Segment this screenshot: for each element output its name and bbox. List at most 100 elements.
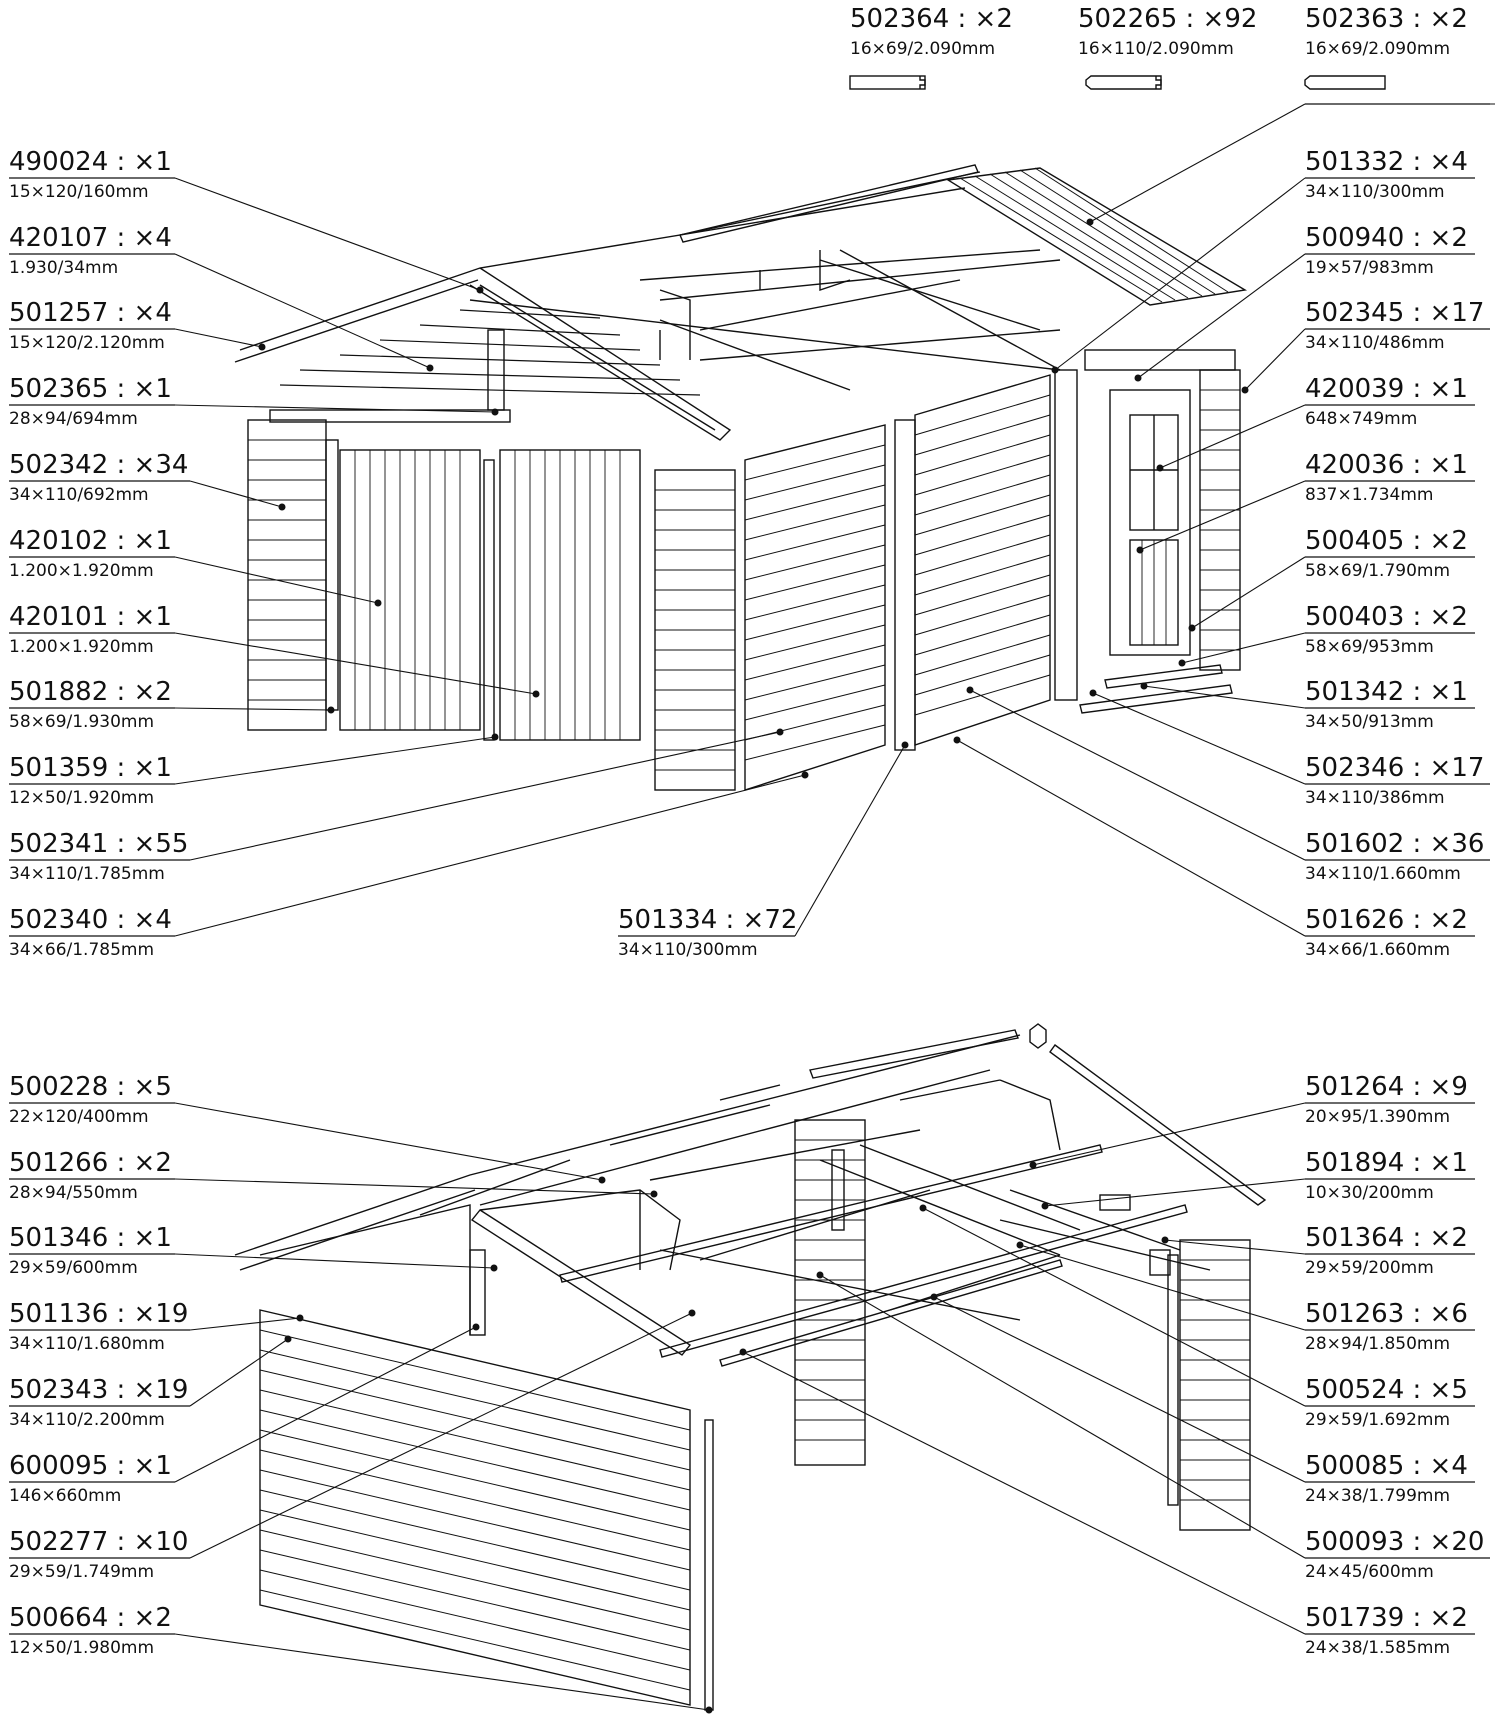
part-code: 501894 : ×1 (1305, 1148, 1468, 1178)
part-dimension: 34×110/300mm (1305, 182, 1445, 202)
part-dimension: 34×110/386mm (1305, 788, 1445, 808)
part-code: 420102 : ×1 (9, 526, 172, 556)
part-code: 501364 : ×2 (1305, 1223, 1468, 1253)
part-dimension: 34×66/1.660mm (1305, 940, 1451, 960)
part-dimension: 10×30/200mm (1305, 1183, 1434, 1203)
part-label-501332: 501332 : ×4 34×110/300mm (1305, 147, 1468, 203)
leader-dots-2 (284, 1161, 1169, 1714)
shed-assembled-view (174, 103, 1495, 937)
part-code: 500664 : ×2 (9, 1603, 172, 1633)
part-label-502365: 502365 : ×1 28×94/694mm (9, 374, 172, 430)
part-dimension: 15×120/160mm (9, 182, 149, 202)
part-code: 502277 : ×10 (9, 1527, 189, 1557)
part-code: 501264 : ×9 (1305, 1072, 1468, 1102)
part-label-420039: 420039 : ×1 648×749mm (1305, 374, 1468, 430)
part-label-500093: 500093 : ×20 24×45/600mm (1305, 1527, 1484, 1583)
part-code: 501602 : ×36 (1305, 829, 1485, 859)
part-code: 501136 : ×19 (9, 1299, 189, 1329)
part-label-501136: 501136 : ×19 34×110/1.680mm (9, 1299, 188, 1355)
part-code: 501334 : ×72 (618, 905, 798, 935)
part-dimension: 34×110/692mm (9, 485, 149, 505)
part-dimension: 19×57/983mm (1305, 258, 1434, 278)
end-wall-logs (1167, 1239, 1251, 1531)
roof-frame-exploded-view (174, 1023, 1306, 1714)
part-dimension: 12×50/1.980mm (9, 1638, 155, 1658)
part-label-500940: 500940 : ×2 19×57/983mm (1305, 223, 1468, 279)
part-code: 420036 : ×1 (1305, 450, 1468, 480)
part-code: 501263 : ×6 (1305, 1299, 1468, 1329)
part-label-501602: 501602 : ×36 34×110/1.660mm (1305, 829, 1484, 885)
part-code: 500524 : ×5 (1305, 1375, 1468, 1405)
part-dimension: 1.200×1.920mm (9, 637, 154, 657)
part-code: 420039 : ×1 (1305, 374, 1468, 404)
part-dimension: 648×749mm (1305, 409, 1418, 429)
part-dimension: 34×110/300mm (618, 940, 758, 960)
part-dimension: 29×59/1.692mm (1305, 1410, 1451, 1430)
front-long-wall-logs (654, 424, 886, 791)
part-label-500664: 500664 : ×2 12×50/1.980mm (9, 1603, 172, 1659)
part-code: 501739 : ×2 (1305, 1603, 1468, 1633)
part-code: 502365 : ×1 (9, 374, 172, 404)
part-dimension: 34×110/1.785mm (9, 864, 165, 884)
part-dimension: 16×110/2.090mm (1078, 39, 1234, 59)
part-dimension: 29×59/600mm (9, 1258, 138, 1278)
board-profile-icon (1085, 75, 1162, 90)
part-code: 501626 : ×2 (1305, 905, 1468, 935)
part-label-501334: 501334 : ×72 34×110/300mm (618, 905, 797, 961)
part-dimension: 837×1.734mm (1305, 485, 1434, 505)
part-code: 502363 : ×2 (1305, 4, 1468, 34)
board-profile-icon (849, 75, 926, 90)
part-dimension: 28×94/694mm (9, 409, 138, 429)
part-dimension: 34×110/1.660mm (1305, 864, 1461, 884)
part-dimension: 24×38/1.585mm (1305, 1638, 1451, 1658)
part-code: 502340 : ×4 (9, 905, 172, 935)
part-label-420036: 420036 : ×1 837×1.734mm (1305, 450, 1468, 506)
part-code: 502346 : ×17 (1305, 753, 1485, 783)
leader-lines (174, 103, 1495, 937)
part-code: 490024 : ×1 (9, 147, 172, 177)
part-code: 502341 : ×55 (9, 829, 189, 859)
part-dimension: 58×69/1.930mm (9, 712, 155, 732)
part-dimension: 22×120/400mm (9, 1107, 149, 1127)
part-dimension: 28×94/550mm (9, 1183, 138, 1203)
part-code: 502265 : ×92 (1078, 4, 1258, 34)
part-code: 420107 : ×4 (9, 223, 172, 253)
part-label-501894: 501894 : ×1 10×30/200mm (1305, 1148, 1468, 1204)
part-dimension: 15×120/2.120mm (9, 333, 165, 353)
part-label-501264: 501264 : ×9 20×95/1.390mm (1305, 1072, 1468, 1128)
part-code: 500940 : ×2 (1305, 223, 1468, 253)
part-code: 500085 : ×4 (1305, 1451, 1468, 1481)
part-label-502364: 502364 : ×2 16×69/2.090mm (850, 4, 1013, 60)
part-dimension: 34×110/1.680mm (9, 1334, 165, 1354)
label-underlines (9, 103, 1490, 1635)
part-code: 502364 : ×2 (850, 4, 1013, 34)
part-code: 500093 : ×20 (1305, 1527, 1485, 1557)
part-code: 501332 : ×4 (1305, 147, 1468, 177)
part-dimension: 20×95/1.390mm (1305, 1107, 1451, 1127)
part-dimension: 29×59/200mm (1305, 1258, 1434, 1278)
part-label-502346: 502346 : ×17 34×110/386mm (1305, 753, 1484, 809)
part-code: 502343 : ×19 (9, 1375, 189, 1405)
leader-lines-2 (174, 1102, 1306, 1711)
part-code: 500403 : ×2 (1305, 602, 1468, 632)
leader-dots (258, 218, 1249, 779)
part-label-501346: 501346 : ×1 29×59/600mm (9, 1223, 172, 1279)
board-profile-icon (1304, 75, 1386, 90)
part-dimension: 24×45/600mm (1305, 1562, 1434, 1582)
part-code: 501346 : ×1 (9, 1223, 172, 1253)
partition-wall-logs (794, 1119, 866, 1466)
